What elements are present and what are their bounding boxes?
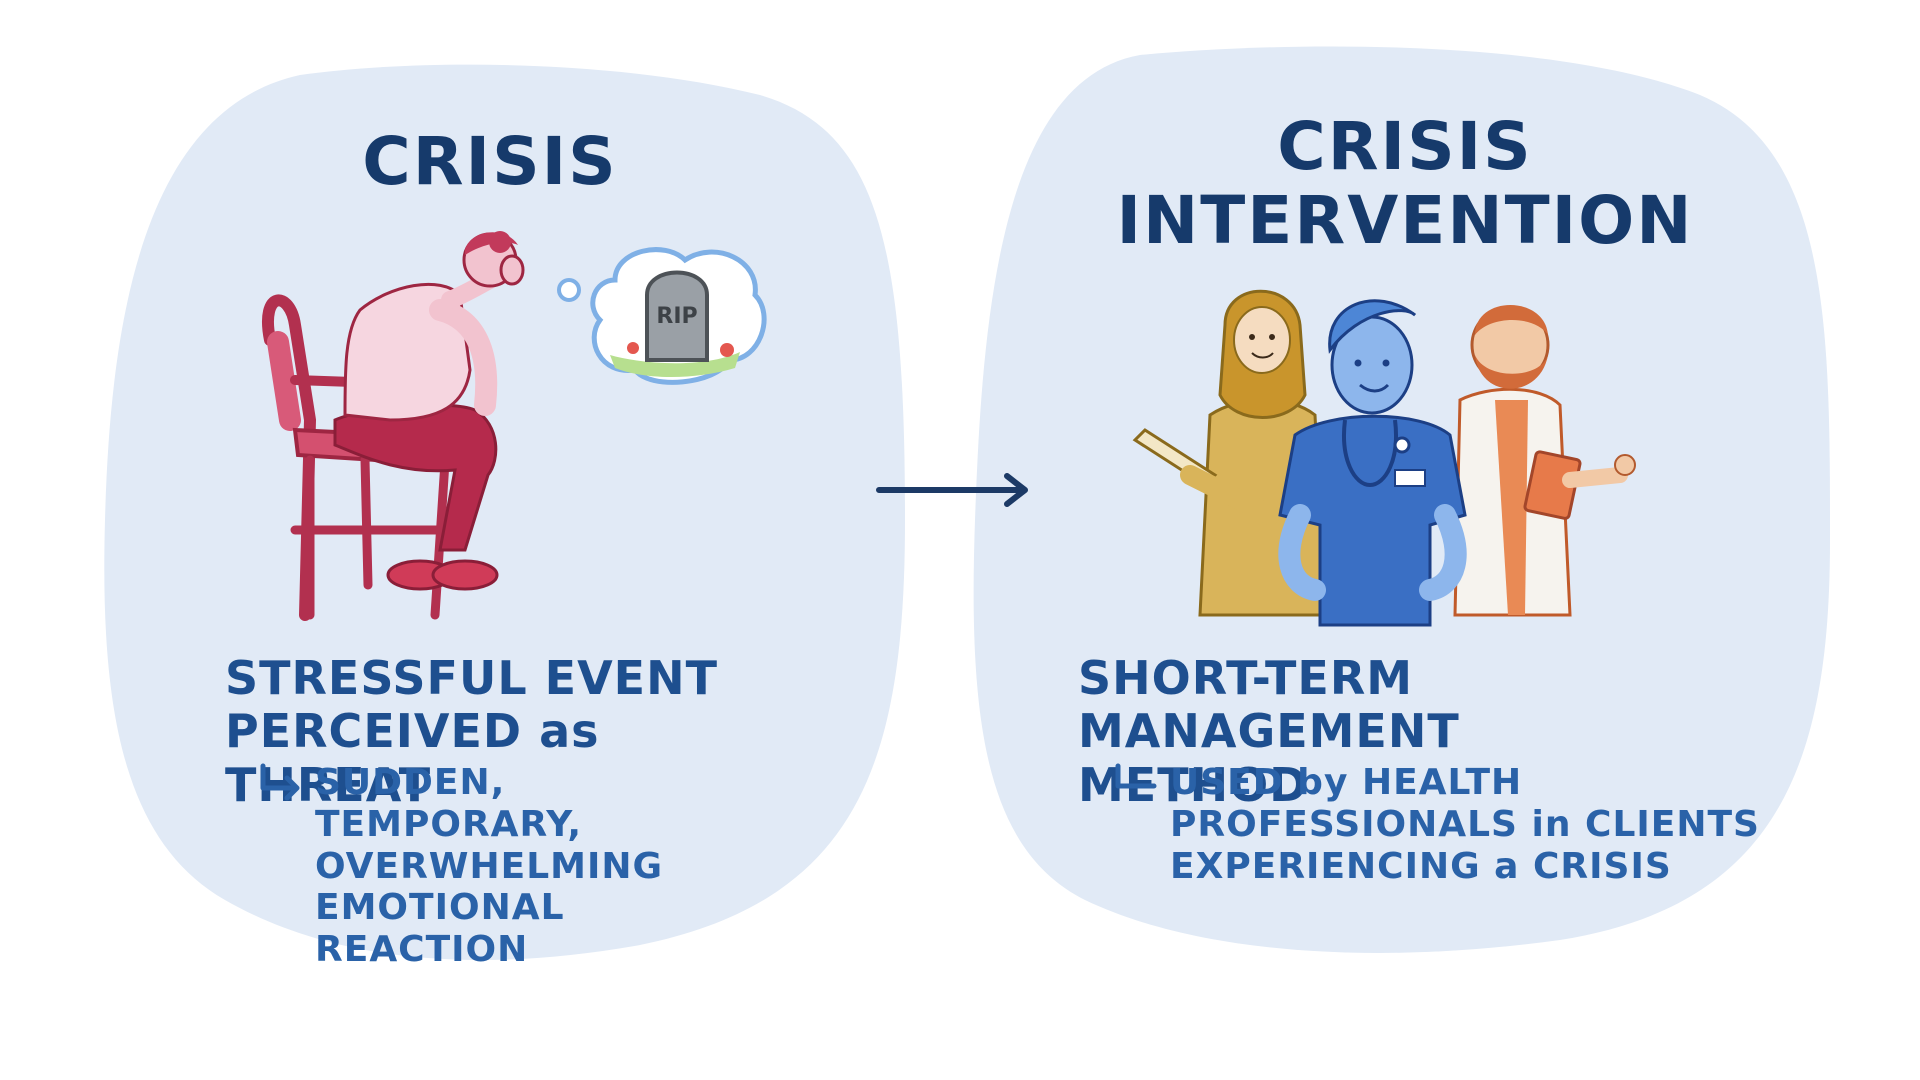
sub-point-elbow-icon (1115, 763, 1157, 789)
intervention-definition-line-1: SHORT-TERM (1078, 651, 1414, 705)
crisis-title: CRISIS (362, 123, 618, 200)
crisis-panel: CRISIS RIP ST (225, 123, 805, 971)
intervention-definition-line-2: MANAGEMENT METHOD (1078, 704, 1460, 812)
intervention-detail-line-3: EXPERIENCING a CRISIS (1170, 845, 1672, 887)
crisis-definition-line-1: STRESSFUL EVENT (225, 651, 718, 705)
crisis-detail-line-3: EMOTIONAL REACTION (315, 887, 565, 970)
clipboard-icon (1523, 450, 1582, 520)
sub-point-arrow-icon (260, 763, 300, 801)
tombstone-icon (645, 270, 709, 362)
right-arrow-icon (876, 473, 1028, 507)
scrubs-nurse-figure (1278, 299, 1467, 627)
crisis-intervention-title-line-1: CRISIS (1277, 108, 1533, 185)
intervention-detail-line-2: PROFESSIONALS in CLIENTS (1170, 803, 1760, 845)
crisis-intervention-panel: CRISIS INTERVENTION (960, 0, 1920, 1080)
name-badge (1394, 469, 1426, 487)
distressed-person-illustration (262, 231, 525, 621)
rip-text: RIP (656, 304, 697, 329)
intervention-definition: SHORT-TERM MANAGEMENT METHOD (1078, 651, 1678, 812)
health-professionals-illustration (1132, 289, 1636, 627)
intervention-detail-line-1: USED by HEALTH (1170, 762, 1523, 803)
crisis-definition: STRESSFUL EVENT PERCEIVED as THREAT (225, 651, 805, 812)
stethoscope-icon (1342, 419, 1398, 488)
crisis-definition-line-2: PERCEIVED as THREAT (225, 704, 600, 812)
crisis-detail-line-2: OVERWHELMING (315, 845, 664, 887)
intervention-detail: USED by HEALTH PROFESSIONALS in CLIENTS … (1170, 762, 1770, 887)
crisis-detail-line-1: SUDDEN, TEMPORARY, (315, 762, 583, 845)
crisis-detail: SUDDEN, TEMPORARY, OVERWHELMING EMOTIONA… (315, 762, 785, 971)
thought-bubble: RIP (557, 247, 767, 385)
crisis-intervention-title-line-2: INTERVENTION (1116, 181, 1694, 259)
chair (262, 294, 317, 621)
crisis-intervention-title: CRISIS INTERVENTION (1110, 110, 1700, 258)
doctor-figure (1453, 305, 1636, 617)
